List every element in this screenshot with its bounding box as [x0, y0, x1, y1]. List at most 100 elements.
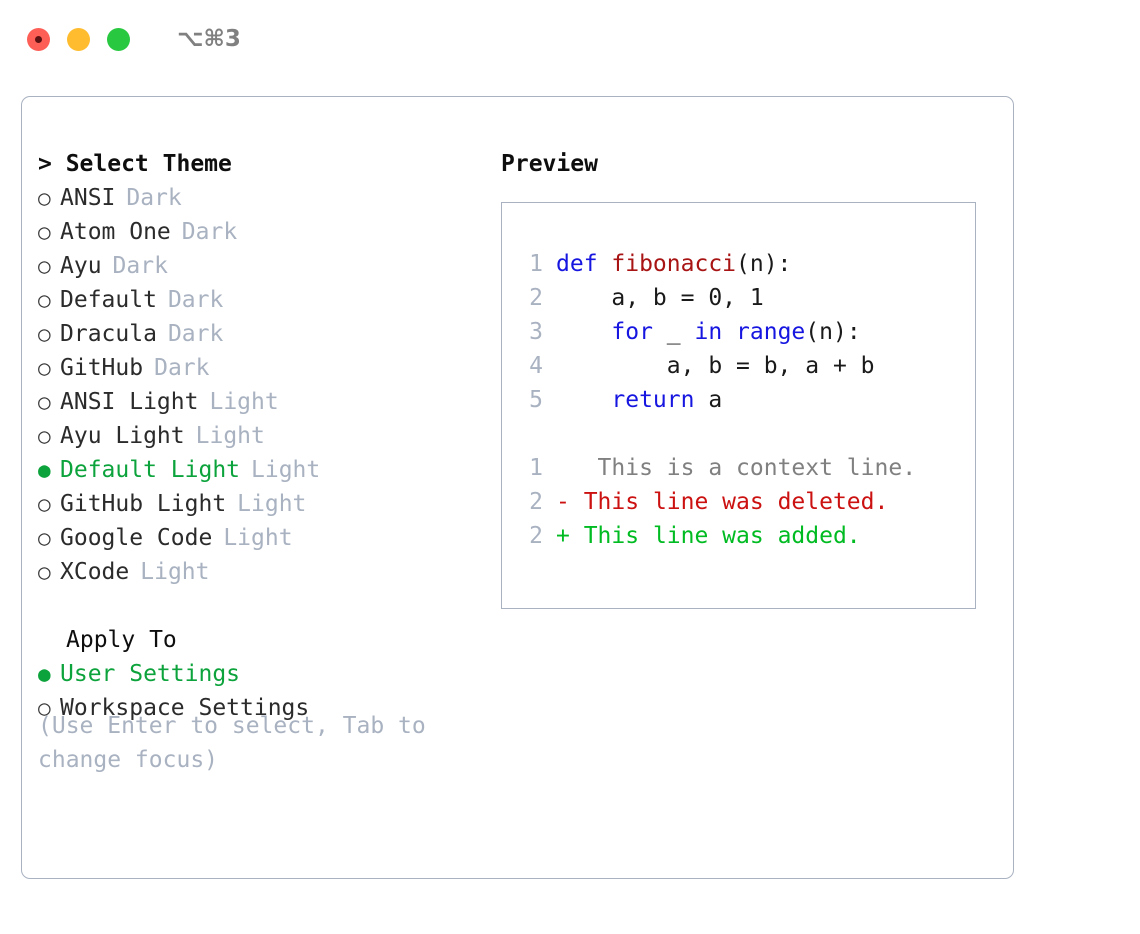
- apply-to-list: ● User Settings ○ Workspace Settings: [38, 657, 498, 725]
- radio-unselected-icon[interactable]: ○: [38, 424, 51, 448]
- code-line-text: a, b = b, a + b: [556, 349, 875, 383]
- code-line: 3 for _ in range(n):: [513, 315, 973, 349]
- radio-unselected-icon[interactable]: ○: [38, 288, 51, 312]
- code-line-text: return a: [556, 383, 722, 417]
- radio-selected-icon[interactable]: ●: [38, 662, 51, 686]
- code-token: [722, 319, 736, 345]
- theme-list-item[interactable]: ○ ANSI Light Light: [38, 385, 498, 419]
- preview-header: Preview: [501, 151, 598, 177]
- code-token: for: [611, 319, 653, 345]
- code-line-number: 1: [529, 251, 543, 277]
- code-token: a: [694, 387, 723, 413]
- code-token: range: [736, 319, 806, 345]
- diff-marker: -: [556, 489, 570, 515]
- code-token: return: [611, 387, 695, 413]
- diff-line-text: This line was deleted.: [569, 489, 889, 515]
- list-spacer: [38, 589, 498, 623]
- code-line: 2 a, b = 0, 1: [513, 281, 973, 315]
- apply-to-option[interactable]: ● User Settings: [38, 657, 498, 691]
- select-theme-header: > Select Theme: [38, 151, 232, 177]
- theme-mode-badge: Light: [209, 389, 279, 415]
- radio-unselected-icon[interactable]: ○: [38, 322, 51, 346]
- diff-line-number: 2: [529, 523, 543, 549]
- diff-line: 1 This is a context line.: [513, 451, 973, 485]
- theme-list-item[interactable]: ○ XCode Light: [38, 555, 498, 589]
- code-blank-line: [513, 417, 973, 451]
- diff-line: 2 + This line was added.: [513, 519, 973, 553]
- radio-unselected-icon[interactable]: ○: [38, 560, 51, 584]
- theme-list-item[interactable]: ○ GitHub Dark: [38, 351, 498, 385]
- theme-mode-badge: Dark: [112, 253, 168, 279]
- diff-line-number: 2: [529, 489, 543, 515]
- code-line-text: for _ in range(n):: [556, 315, 861, 349]
- theme-name-label: Ayu: [60, 253, 102, 279]
- code-token: a, b = 0, 1: [556, 285, 764, 311]
- theme-name-label: ANSI: [60, 185, 116, 211]
- apply-to-label: User Settings: [60, 661, 241, 687]
- radio-unselected-icon[interactable]: ○: [38, 696, 51, 720]
- code-token: (n):: [736, 251, 792, 277]
- theme-name-label: GitHub: [60, 355, 144, 381]
- code-line: 5 return a: [513, 383, 973, 417]
- theme-name-label: ANSI Light: [60, 389, 199, 415]
- theme-mode-badge: Dark: [154, 355, 210, 381]
- radio-unselected-icon[interactable]: ○: [38, 526, 51, 550]
- code-line-text: a, b = 0, 1: [556, 281, 764, 315]
- theme-name-label: Dracula: [60, 321, 157, 347]
- title-bar: ⌥⌘3: [0, 0, 1140, 78]
- minimize-button[interactable]: [67, 27, 90, 51]
- radio-unselected-icon[interactable]: ○: [38, 186, 51, 210]
- code-token: (n):: [805, 319, 861, 345]
- keyboard-hint: (Use Enter to select, Tab to change focu…: [38, 713, 440, 773]
- diff-line-text: This line was added.: [569, 523, 861, 549]
- theme-mode-badge: Light: [237, 491, 307, 517]
- theme-name-label: XCode: [60, 559, 130, 585]
- theme-name-label: Default Light: [60, 457, 241, 483]
- code-token: a, b = b, a + b: [556, 353, 875, 379]
- theme-list-item[interactable]: ○ Google Code Light: [38, 521, 498, 555]
- diff-line-number: 1: [529, 455, 543, 481]
- apply-to-option[interactable]: ○ Workspace Settings: [38, 691, 498, 725]
- radio-selected-icon[interactable]: ●: [38, 458, 51, 482]
- theme-name-label: Google Code: [60, 525, 213, 551]
- theme-list-item[interactable]: ○ Ayu Dark: [38, 249, 498, 283]
- radio-unselected-icon[interactable]: ○: [38, 220, 51, 244]
- theme-mode-badge: Light: [195, 423, 265, 449]
- radio-unselected-icon[interactable]: ○: [38, 492, 51, 516]
- maximize-button[interactable]: [107, 27, 130, 51]
- theme-mode-badge: Light: [251, 457, 321, 483]
- window-title: ⌥⌘3: [177, 26, 241, 52]
- radio-unselected-icon[interactable]: ○: [38, 390, 51, 414]
- close-button[interactable]: [27, 27, 50, 51]
- theme-list-item[interactable]: ● Default Light Light: [38, 453, 498, 487]
- theme-mode-badge: Light: [140, 559, 210, 585]
- code-line-number: 3: [529, 319, 543, 345]
- diff-marker: +: [556, 523, 570, 549]
- code-token: in: [694, 319, 723, 345]
- code-token: _: [652, 319, 695, 345]
- radio-unselected-icon[interactable]: ○: [38, 356, 51, 380]
- theme-list-item[interactable]: ○ Default Dark: [38, 283, 498, 317]
- theme-name-label: Default: [60, 287, 157, 313]
- code-line-number: 5: [529, 387, 543, 413]
- theme-mode-badge: Dark: [167, 287, 224, 313]
- traffic-light-group: [27, 27, 130, 51]
- theme-name-label: Atom One: [60, 219, 171, 245]
- theme-mode-badge: Dark: [167, 321, 224, 347]
- apply-to-label: Workspace Settings: [60, 695, 310, 721]
- theme-mode-badge: Light: [223, 525, 293, 551]
- code-token: [556, 319, 611, 345]
- theme-list-item[interactable]: ○ Dracula Dark: [38, 317, 498, 351]
- radio-unselected-icon[interactable]: ○: [38, 254, 51, 278]
